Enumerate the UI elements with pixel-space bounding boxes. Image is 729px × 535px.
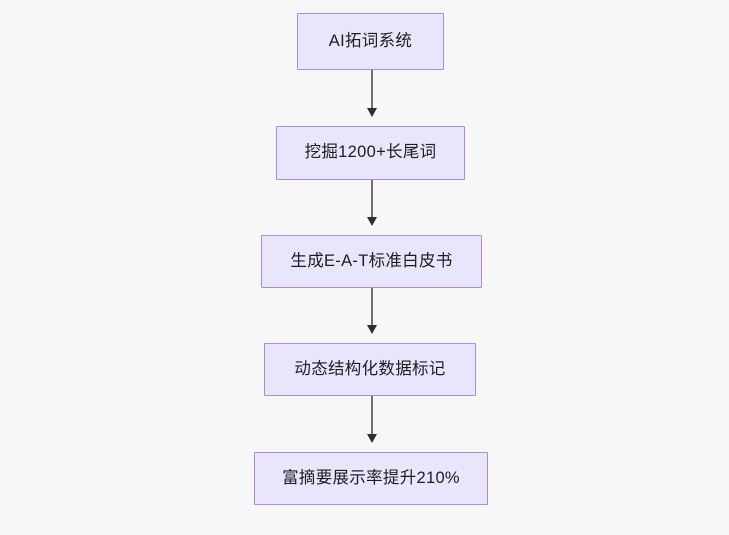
arrow-down-icon [367,108,377,117]
arrow-down-icon [367,217,377,226]
flow-arrow-2 [367,180,377,226]
flow-node-ai-keyword-system[interactable]: AI拓词系统 [297,13,444,70]
flow-node-label: 生成E-A-T标准白皮书 [290,251,453,270]
arrow-down-icon [367,434,377,443]
flow-arrow-3 [367,288,377,334]
flow-arrow-1 [367,70,377,117]
flow-node-dynamic-structured-data-markup[interactable]: 动态结构化数据标记 [264,343,476,396]
flow-node-label: AI拓词系统 [328,31,413,50]
flow-arrow-stem [371,180,373,218]
flow-arrow-stem [371,396,373,435]
flow-arrow-4 [367,396,377,443]
flow-node-generate-eat-whitepaper[interactable]: 生成E-A-T标准白皮书 [261,235,482,288]
flow-node-label: 挖掘1200+长尾词 [304,143,437,162]
flow-node-label: 动态结构化数据标记 [294,359,446,378]
arrow-down-icon [367,325,377,334]
flow-node-mine-longtail-keywords[interactable]: 挖掘1200+长尾词 [276,126,465,180]
flow-node-label: 富摘要展示率提升210% [282,468,460,487]
flow-arrow-stem [371,288,373,326]
flow-node-rich-snippet-impression-uplift[interactable]: 富摘要展示率提升210% [254,452,488,505]
flow-arrow-stem [371,70,373,109]
